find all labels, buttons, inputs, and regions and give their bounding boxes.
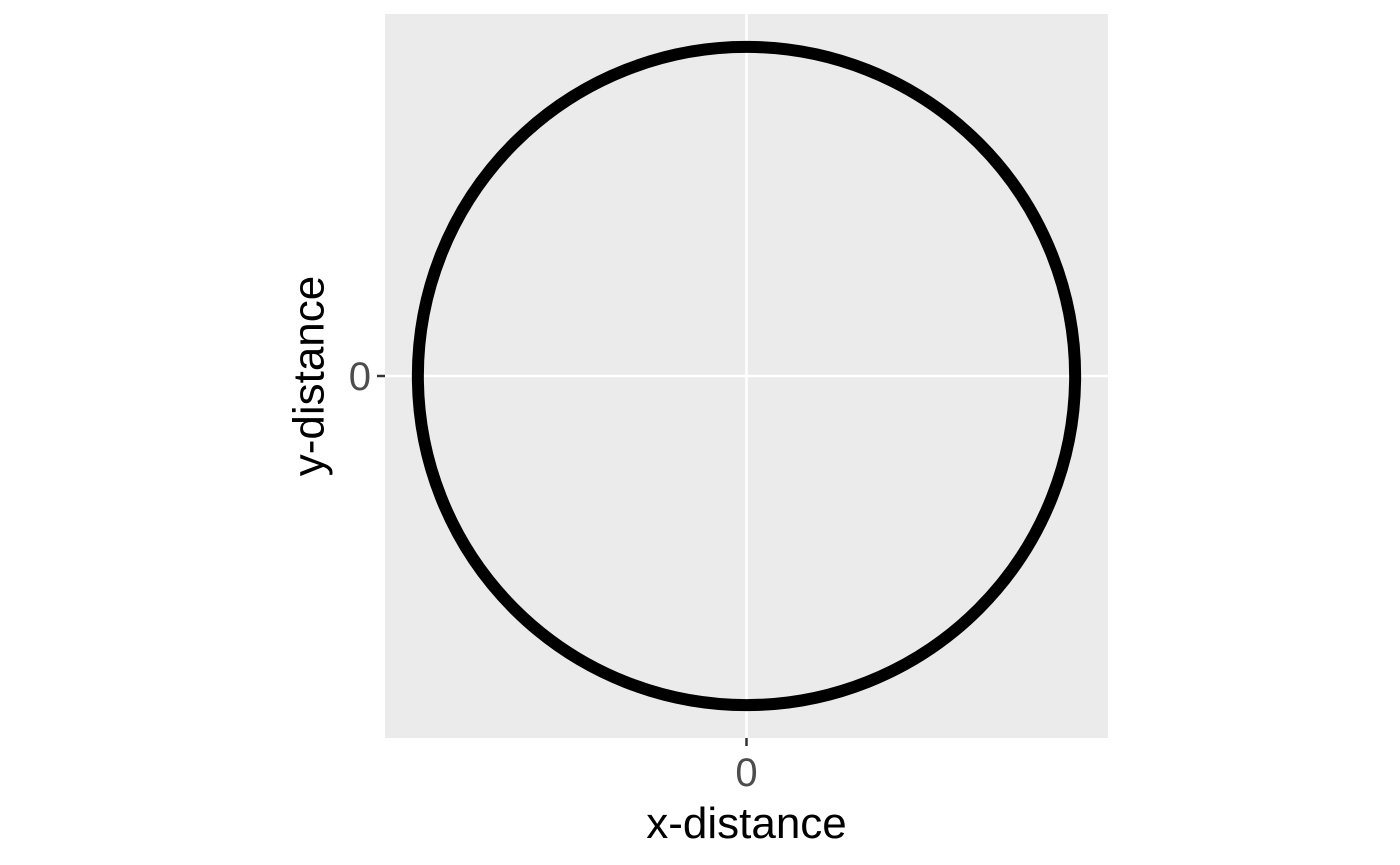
circle-series-line [411,40,1082,712]
x-axis-ticks: 0 [735,738,758,795]
y-tick-label: 0 [349,355,371,399]
series-marks [411,40,1082,712]
grid-lines [385,14,1108,738]
x-axis-title: x-distance [646,799,847,848]
y-axis-title: y-distance [285,276,334,477]
y-axis-ticks: 0 [349,355,385,399]
x-tick-label: 0 [735,751,757,795]
